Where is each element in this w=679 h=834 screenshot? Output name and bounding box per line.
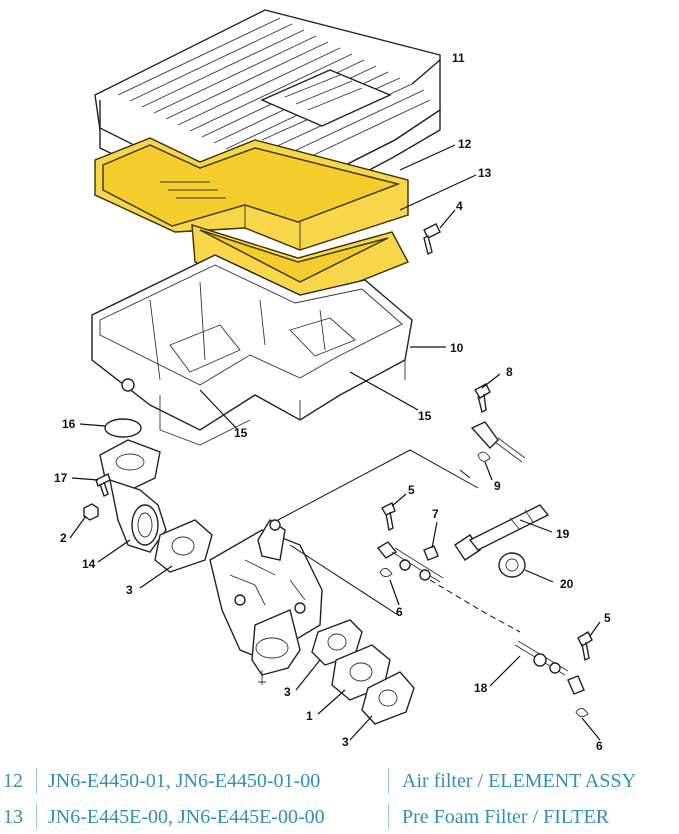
- gasket-ring-16: [104, 418, 142, 438]
- callout-9: 9: [494, 479, 501, 493]
- callout-7: 7: [432, 507, 439, 521]
- callout-18: 18: [474, 681, 488, 695]
- callout-8: 8: [506, 365, 513, 379]
- callout-5-upper: 5: [408, 483, 415, 497]
- bolt-part-17: [95, 473, 111, 497]
- callout-12: 12: [458, 137, 472, 151]
- gasket-3-upper: [154, 519, 213, 573]
- bolt-5-upper: [381, 502, 396, 532]
- callout-3-upper: 3: [126, 583, 133, 597]
- callout-4: 4: [456, 199, 463, 213]
- row-part-numbers: JN6-E4450-01, JN6-E4450-01-00: [48, 770, 321, 792]
- callout-1: 1: [306, 709, 313, 723]
- bolt-5-lower: [577, 631, 593, 662]
- callout-14: 14: [82, 557, 96, 571]
- fuel-line-19: [454, 504, 550, 561]
- callout-6-upper: 6: [396, 605, 403, 619]
- callout-15-left: 15: [234, 426, 248, 440]
- callout-16: 16: [62, 417, 76, 431]
- table-row: 13 JN6-E445E-00, JN6-E445E-00-00 Pre Foa…: [0, 802, 679, 832]
- washer-20: [498, 552, 526, 578]
- clip-6-upper: [379, 568, 393, 577]
- callout-6-lower: 6: [596, 739, 603, 753]
- row-description: Pre Foam Filter / FILTER: [402, 806, 610, 828]
- table-row: 12 JN6-E4450-01, JN6-E4450-01-00 Air fil…: [0, 766, 679, 796]
- part-7: [423, 545, 439, 561]
- intake-elbow-14: [99, 439, 167, 553]
- row-item-number: 13: [3, 806, 23, 828]
- column-divider: [388, 804, 389, 830]
- callout-17: 17: [54, 471, 68, 485]
- row-item-number: 12: [3, 770, 23, 792]
- callout-5-lower: 5: [604, 611, 611, 625]
- exploded-parts-diagram: 11 12 13 4 10 15 15 16 17 2 14 3 3 1 3 8…: [54, 9, 611, 753]
- assembly-guide-lines: [277, 449, 521, 633]
- air-filter-element: [94, 137, 409, 251]
- callout-10: 10: [450, 341, 464, 355]
- gasket-3-lower-right: [361, 671, 415, 725]
- callout-3-lower: 3: [342, 735, 349, 749]
- carburetor: [209, 519, 323, 685]
- callout-3-middle: 3: [284, 685, 291, 699]
- leader-lines: [69, 59, 601, 741]
- clip-6-lower: [575, 708, 589, 717]
- bolt-part-4: [423, 223, 441, 256]
- callout-2: 2: [60, 531, 67, 545]
- linkage-rod-18: [514, 640, 585, 695]
- pre-foam-filter: [191, 224, 409, 306]
- air-cleaner-case: [91, 254, 413, 446]
- callout-19: 19: [556, 527, 570, 541]
- callout-15-right: 15: [418, 409, 432, 423]
- callout-13: 13: [478, 166, 492, 180]
- column-divider: [36, 768, 37, 794]
- column-divider: [36, 804, 37, 830]
- row-part-numbers: JN6-E445E-00, JN6-E445E-00-00: [48, 806, 325, 828]
- callout-11: 11: [452, 51, 465, 65]
- linkage-rod-assembly: [376, 541, 444, 583]
- row-description: Air filter / ELEMENT ASSY: [402, 770, 637, 792]
- column-divider: [388, 768, 389, 794]
- fuel-valve-assembly: [470, 383, 526, 463]
- callout-20: 20: [560, 577, 574, 591]
- nut-part-2: [83, 503, 99, 521]
